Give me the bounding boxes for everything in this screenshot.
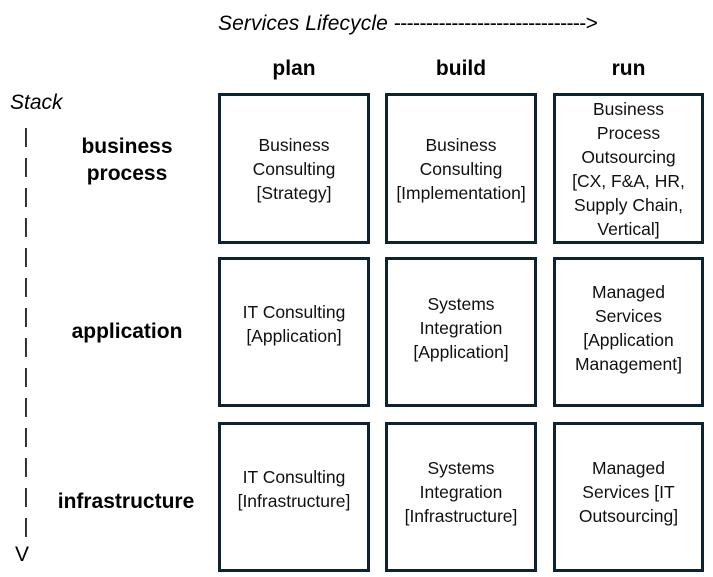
axis-dash: | (23, 306, 29, 328)
services-lifecycle-axis: Services Lifecycle ---------------------… (218, 8, 704, 38)
matrix-cell[interactable]: IT Consulting [Application] (218, 257, 370, 407)
axis-dash: | (23, 366, 29, 388)
matrix-cell[interactable]: Business Consulting [Implementation] (385, 93, 537, 244)
matrix-cell-text: Managed Services [Application Management… (574, 282, 682, 374)
row-label-business-process: business process (81, 135, 173, 185)
axis-dash: | (23, 456, 29, 478)
down-arrow-head-icon: V (15, 543, 30, 566)
matrix-cell-text: Business Process Outsourcing [CX, F&A, H… (572, 98, 685, 239)
stack-axis: Stack | | | | | | | | | | | | | | V (10, 92, 80, 570)
matrix-cell-text: IT Consulting [Application] (242, 302, 346, 346)
matrix-cell[interactable]: Business Consulting [Strategy] (218, 93, 370, 244)
matrix-cell[interactable]: Systems Integration [Infrastructure] (385, 422, 537, 572)
axis-dash: | (23, 186, 29, 208)
axis-dash: | (23, 396, 29, 418)
matrix-cell[interactable]: Managed Services [IT Outsourcing] (553, 422, 704, 572)
axis-dash: | (23, 216, 29, 238)
column-header-plan: plan (272, 57, 316, 80)
right-arrow-icon: ------------------------------> (393, 11, 598, 35)
matrix-cell[interactable]: Systems Integration [Application] (385, 257, 537, 407)
column-header-run: run (611, 57, 646, 80)
services-matrix: Business Consulting [Strategy] Business … (218, 93, 704, 572)
matrix-cell-text: Business Consulting [Strategy] (252, 134, 336, 203)
matrix-cell-text: Managed Services [IT Outsourcing] (578, 458, 679, 526)
column-header-build: build (435, 57, 487, 80)
axis-dash: | (23, 486, 29, 508)
axis-dash: | (23, 516, 29, 538)
matrix-cell[interactable]: Managed Services [Application Management… (553, 257, 704, 407)
matrix-cell-text: IT Consulting [Infrastructure] (237, 467, 351, 511)
down-arrow-shaft-icon: | | | | | | | | | | | | | | (18, 122, 34, 542)
matrix-cell-text: Business Consulting [Implementation] (396, 134, 526, 203)
column-header-row: plan build run (218, 55, 704, 85)
matrix-cell[interactable]: IT Consulting [Infrastructure] (218, 422, 370, 572)
axis-dash: | (23, 126, 29, 148)
row-label-application: application (71, 320, 183, 343)
axis-dash: | (23, 156, 29, 178)
stack-axis-label: Stack (10, 91, 63, 114)
axis-dash: | (23, 426, 29, 448)
services-lifecycle-axis-label: Services Lifecycle (218, 11, 388, 35)
axis-dash: | (23, 246, 29, 268)
matrix-cell[interactable]: Business Process Outsourcing [CX, F&A, H… (553, 93, 704, 244)
axis-dash: | (23, 336, 29, 358)
row-label-infrastructure: infrastructure (57, 490, 195, 513)
matrix-cell-text: Systems Integration [Application] (413, 294, 509, 362)
matrix-cell-text: Systems Integration [Infrastructure] (404, 458, 518, 526)
axis-dash: | (23, 276, 29, 298)
